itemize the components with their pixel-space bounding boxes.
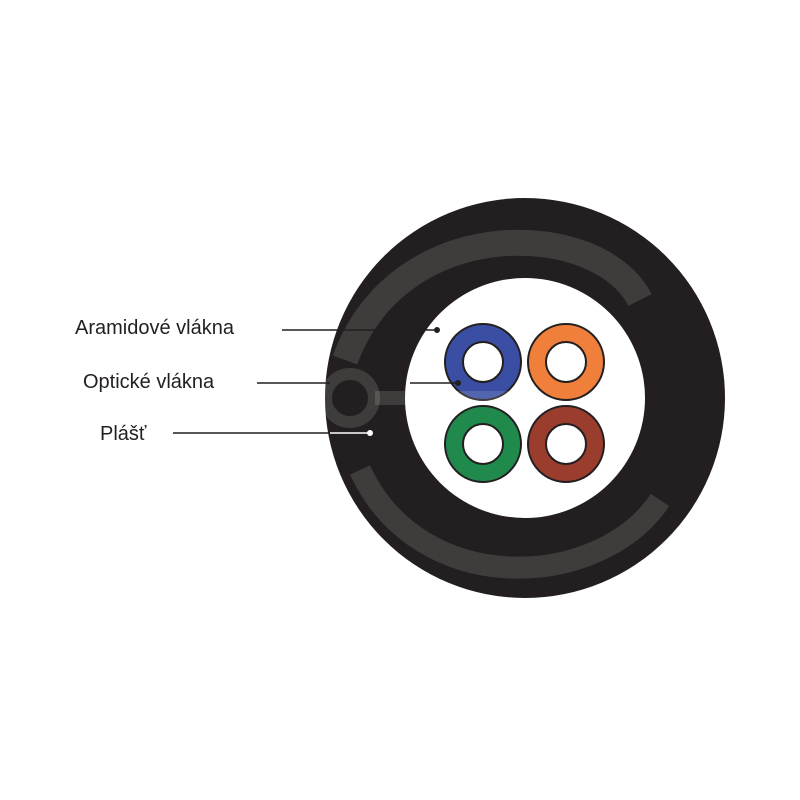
leader-lines: [173, 327, 461, 436]
optical-fibers: [444, 323, 605, 483]
fiber-orange: [527, 323, 605, 401]
aramid-leader-dot: [434, 327, 440, 333]
fiber-blue: [444, 323, 522, 401]
fiber-blue-core: [462, 341, 504, 383]
label-jacket: Plášť: [100, 423, 147, 445]
fiber-green: [444, 405, 522, 483]
fiber-green-core: [462, 423, 504, 465]
fiber-brown-core: [545, 423, 587, 465]
watermark-logo: [320, 229, 670, 579]
fiber-orange-core: [545, 341, 587, 383]
jacket-leader-dot: [367, 430, 373, 436]
fiber-brown: [527, 405, 605, 483]
label-aramid: Aramidové vlákna: [75, 317, 235, 339]
optical-leader-dot: [455, 380, 461, 386]
label-optical: Optické vlákna: [83, 371, 215, 393]
